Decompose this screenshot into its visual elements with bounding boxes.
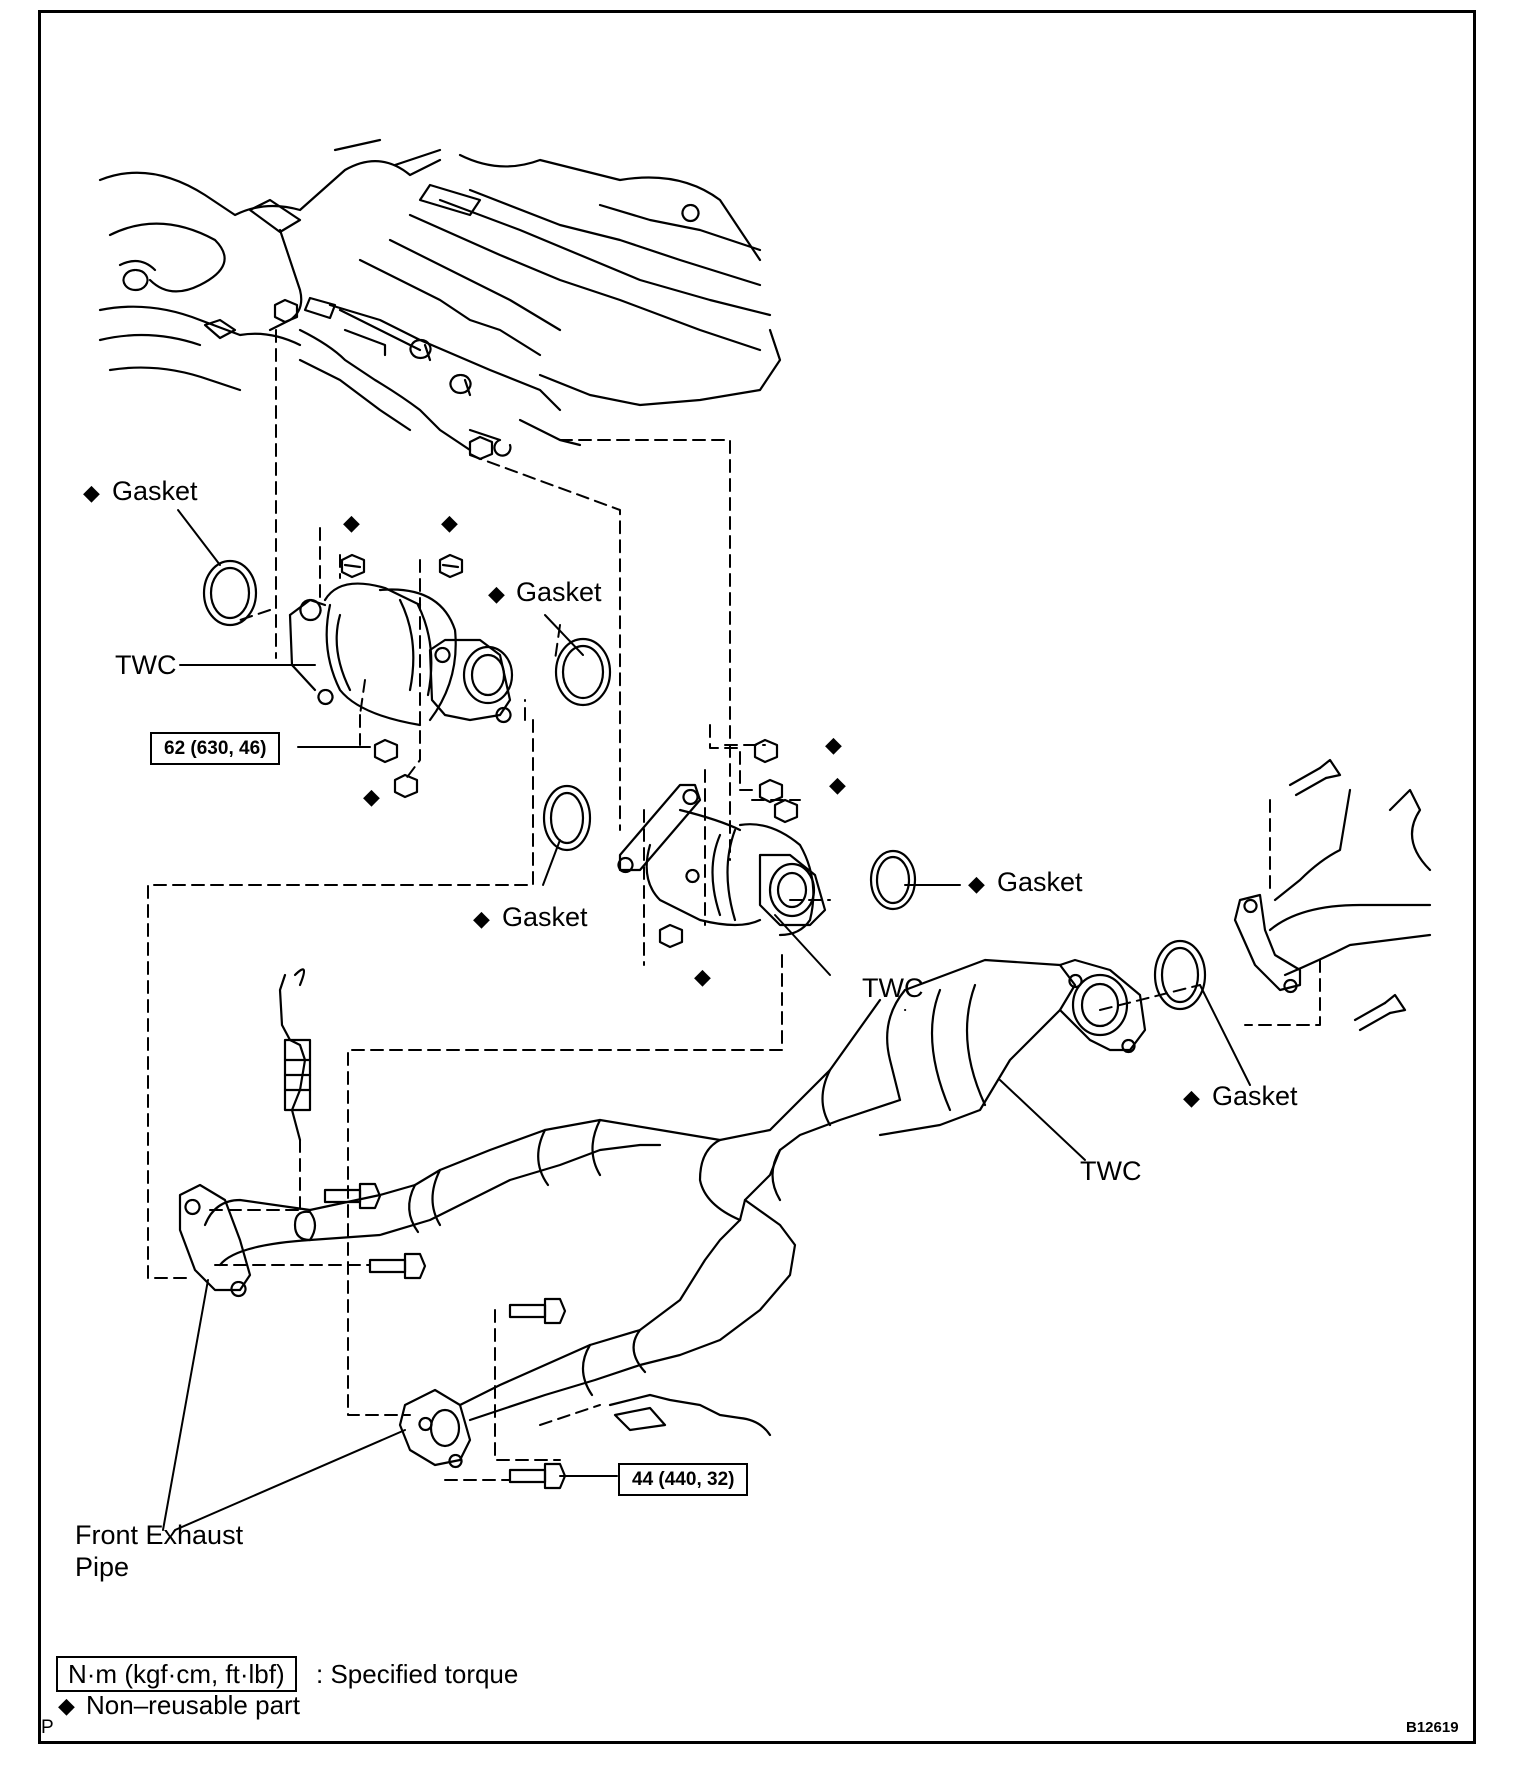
front-exhaust-pipe: [178, 958, 1147, 1469]
diamond-icon: ◆: [58, 1693, 75, 1718]
twc-label-middle: TWC: [862, 973, 924, 1003]
corner-letter: P: [41, 1717, 54, 1738]
diamond-icon: ◆: [473, 906, 490, 931]
gasket-label-upper-mid: Gasket: [516, 577, 602, 607]
diagram-frame: [38, 10, 1476, 1744]
twc-label-lower: TWC: [1080, 1156, 1142, 1186]
diamond-icon: ◆: [1183, 1085, 1200, 1110]
gasket-label-mid-left: Gasket: [502, 902, 588, 932]
legend-torque-box: N·m (kgf·cm, ft·lbf): [56, 1656, 297, 1692]
torque-44-box: 44 (440, 32): [618, 1463, 749, 1496]
oxygen-sensors: [278, 968, 772, 1437]
diamond-icon: ◆: [825, 732, 842, 757]
diamond-icon: ◆: [829, 772, 846, 797]
front-exhaust-label-line1: Front Exhaust: [75, 1520, 244, 1550]
bolts-front-pipe: [323, 1182, 567, 1490]
legend-non-reusable-desc: Non–reusable part: [86, 1690, 300, 1720]
engine-underbody: [98, 138, 782, 457]
gasket-rings: [202, 559, 1207, 1011]
diamond-icon: ◆: [83, 480, 100, 505]
legend-torque-desc: : Specified torque: [316, 1659, 519, 1689]
alignment-lines: [147, 329, 1321, 1481]
torque-62-box: 62 (630, 46): [150, 732, 281, 765]
front-exhaust-label-line2: Pipe: [75, 1552, 130, 1582]
gasket-label-right: Gasket: [997, 867, 1083, 897]
diamond-icon: ◆: [968, 871, 985, 896]
twc-upper: [288, 582, 514, 727]
twc-label-upper: TWC: [115, 650, 177, 680]
nuts-upper: [273, 298, 494, 799]
gasket-label-top-left: Gasket: [112, 476, 198, 506]
twc-middle: [617, 783, 827, 937]
nuts-middle: [658, 738, 799, 949]
diamond-icon: ◆: [488, 581, 505, 606]
diamond-icon: ◆: [363, 784, 380, 809]
bolts-right: [1288, 758, 1407, 1032]
diamond-icon: ◆: [694, 964, 711, 989]
rear-flange: [1233, 788, 1432, 994]
diamond-icon: ◆: [343, 510, 360, 535]
gasket-label-lower-right: Gasket: [1212, 1081, 1298, 1111]
diamond-icon: ◆: [441, 510, 458, 535]
figure-id: B12619: [1406, 1719, 1459, 1736]
